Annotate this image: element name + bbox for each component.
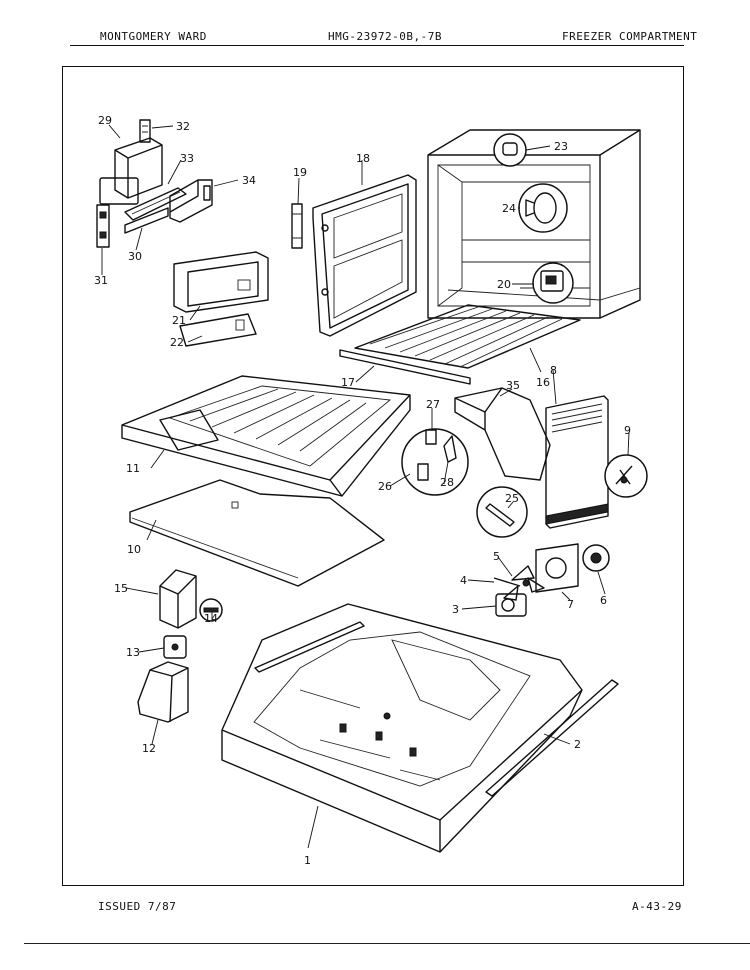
callout-34: 34 bbox=[242, 174, 256, 187]
callout-13: 13 bbox=[126, 646, 140, 659]
part-8-evaporator-cover bbox=[545, 395, 609, 529]
part-30-track bbox=[124, 207, 169, 234]
callout-21: 21 bbox=[172, 314, 186, 327]
callout-25: 25 bbox=[505, 492, 519, 505]
callout-31: 31 bbox=[94, 274, 108, 287]
part-11-freezer-floor bbox=[121, 375, 411, 497]
part-31-hinge bbox=[96, 204, 110, 248]
part-25-retainer bbox=[476, 486, 528, 538]
part-10-insulation-pad bbox=[129, 479, 385, 587]
callout-18: 18 bbox=[356, 152, 370, 165]
part-32-clip bbox=[139, 119, 151, 143]
part-24-light-bulb bbox=[518, 183, 568, 233]
callout-14: 14 bbox=[204, 612, 218, 625]
callout-10: 10 bbox=[127, 543, 141, 556]
part-1-freezer-liner bbox=[221, 603, 583, 853]
part-34-cover bbox=[169, 179, 213, 223]
issued-date: ISSUED 7/87 bbox=[98, 900, 177, 913]
callout-5: 5 bbox=[493, 550, 500, 563]
bottom-rule bbox=[24, 943, 750, 944]
part-7-fan-bracket bbox=[535, 543, 579, 593]
parts-26-27-28-callout bbox=[401, 428, 469, 496]
part-4-shaft bbox=[493, 577, 521, 587]
callout-8: 8 bbox=[550, 364, 557, 377]
part-23-lamp-socket bbox=[493, 133, 527, 167]
page-reference: A-43-29 bbox=[632, 900, 682, 913]
callout-33: 33 bbox=[180, 152, 194, 165]
part-14-indicator bbox=[199, 598, 223, 622]
part-19-door-hinge bbox=[291, 203, 303, 249]
callout-2: 2 bbox=[574, 738, 581, 751]
callout-1: 1 bbox=[304, 854, 311, 867]
callout-3: 3 bbox=[452, 603, 459, 616]
part-9-clip bbox=[604, 454, 648, 498]
callout-28: 28 bbox=[440, 476, 454, 489]
part-13-knob bbox=[163, 635, 187, 659]
diagram-frame bbox=[62, 66, 684, 886]
part-21-control-panel bbox=[173, 251, 269, 313]
callout-19: 19 bbox=[293, 166, 307, 179]
part-12-ice-bucket bbox=[137, 661, 189, 723]
callout-30: 30 bbox=[128, 250, 142, 263]
callout-7: 7 bbox=[567, 598, 574, 611]
part-33-rail bbox=[124, 187, 187, 221]
callout-16: 16 bbox=[536, 376, 550, 389]
part-20-control-switch bbox=[532, 262, 574, 304]
part-18-freezer-door bbox=[312, 174, 417, 337]
section-title: FREEZER COMPARTMENT bbox=[562, 30, 698, 43]
part-15-ice-tray bbox=[159, 569, 197, 629]
callout-22: 22 bbox=[170, 336, 184, 349]
part-22-trim-plate bbox=[179, 313, 257, 347]
part-35-air-duct bbox=[454, 387, 551, 481]
callout-12: 12 bbox=[142, 742, 156, 755]
part-16-wire-shelf bbox=[354, 304, 581, 369]
header-rule bbox=[70, 45, 684, 46]
callout-20: 20 bbox=[497, 278, 511, 291]
freezer-cabinet bbox=[427, 129, 641, 319]
model-number: HMG-23972-0B,-7B bbox=[328, 30, 442, 43]
callout-24: 24 bbox=[502, 202, 516, 215]
part-2-gasket bbox=[254, 621, 619, 797]
callout-29: 29 bbox=[98, 114, 112, 127]
callout-35: 35 bbox=[506, 379, 520, 392]
callout-26: 26 bbox=[378, 480, 392, 493]
callout-27: 27 bbox=[426, 398, 440, 411]
part-17-shelf-rail bbox=[339, 349, 471, 385]
callout-4: 4 bbox=[460, 574, 467, 587]
callout-9: 9 bbox=[624, 424, 631, 437]
callout-11: 11 bbox=[126, 462, 140, 475]
part-6-grommet bbox=[582, 544, 610, 572]
callout-15: 15 bbox=[114, 582, 128, 595]
brand-label: MONTGOMERY WARD bbox=[100, 30, 207, 43]
callout-6: 6 bbox=[600, 594, 607, 607]
part-5-fan-blade bbox=[503, 565, 545, 601]
part-3-fan-motor bbox=[495, 593, 527, 617]
leader-lines bbox=[101, 124, 630, 849]
part-29-bracket-assembly bbox=[99, 137, 163, 205]
callout-32: 32 bbox=[176, 120, 190, 133]
callout-17: 17 bbox=[341, 376, 355, 389]
callout-23: 23 bbox=[554, 140, 568, 153]
